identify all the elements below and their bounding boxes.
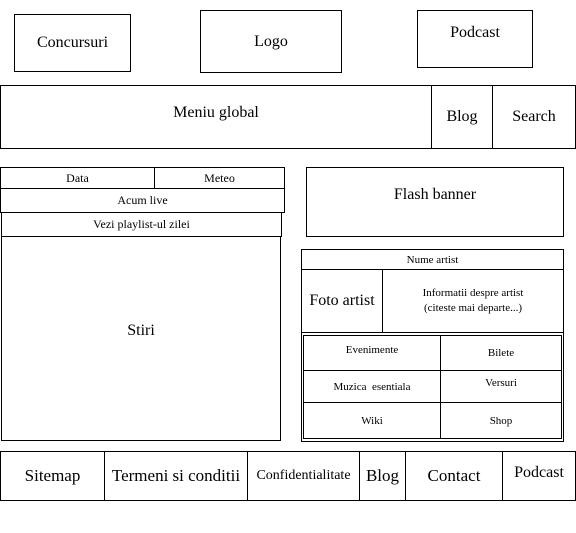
blog-label-nav: Blog [446, 108, 478, 125]
weather-widget[interactable]: Meteo [154, 167, 285, 189]
flash-banner[interactable]: Flash banner [306, 167, 564, 237]
artist-photo-label: Foto artist [309, 292, 375, 309]
playlist-link[interactable]: Vezi playlist-ul zilei [1, 212, 282, 237]
logo-label: Logo [254, 32, 288, 50]
wiki-label: Wiki [361, 414, 383, 427]
search-label: Search [512, 108, 556, 125]
global-menu[interactable]: Meniu global [0, 85, 432, 149]
sitemap-label: Sitemap [24, 466, 81, 485]
playlist-label: Vezi playlist-ul zilei [93, 217, 190, 231]
terms-link[interactable]: Termeni si conditii [104, 451, 248, 501]
essential-music-label: Muzica esentiala [333, 380, 411, 393]
contests-link[interactable]: Concursuri [14, 14, 131, 72]
podcast-link-header[interactable]: Podcast [417, 10, 533, 68]
weather-label: Meteo [204, 170, 235, 185]
privacy-label: Confidentialitate [256, 468, 351, 483]
news-label: Stiri [127, 321, 155, 339]
essential-music-link[interactable]: Muzica esentiala [303, 370, 441, 403]
news-section[interactable]: Stiri [1, 236, 281, 441]
date-widget: Data [0, 167, 155, 189]
podcast-label-footer: Podcast [514, 464, 564, 481]
blog-link-nav[interactable]: Blog [431, 85, 493, 149]
privacy-link[interactable]: Confidentialitate [247, 451, 360, 501]
artist-info-line1: Informatii despre artist [422, 287, 524, 299]
podcast-link-footer[interactable]: Podcast [502, 451, 576, 501]
artist-info-line2: (citeste mai departe...) [423, 302, 523, 314]
blog-link-footer[interactable]: Blog [359, 451, 406, 501]
sitemap-link[interactable]: Sitemap [0, 451, 105, 501]
artist-name-bar[interactable]: Nume artist [301, 249, 564, 270]
shop-label: Shop [489, 414, 513, 427]
date-label: Data [66, 170, 89, 185]
now-live-label: Acum live [117, 193, 168, 207]
blog-label-footer: Blog [365, 466, 400, 485]
now-live-bar[interactable]: Acum live [0, 188, 285, 213]
lyrics-label: Versuri [485, 376, 517, 389]
tickets-label: Bilete [487, 347, 515, 359]
events-label: Evenimente [345, 344, 399, 356]
contests-label: Concursuri [36, 34, 109, 51]
wiki-link[interactable]: Wiki [303, 402, 441, 439]
artist-name-label: Nume artist [406, 253, 459, 266]
flash-banner-label: Flash banner [393, 186, 477, 203]
lyrics-link[interactable]: Versuri [440, 370, 562, 403]
contact-label: Contact [427, 466, 481, 485]
artist-photo[interactable]: Foto artist [301, 269, 383, 333]
tickets-link[interactable]: Bilete [440, 335, 562, 371]
artist-info[interactable]: Informatii despre artist (citeste mai de… [382, 269, 564, 333]
search-button[interactable]: Search [492, 85, 576, 149]
terms-label: Termeni si conditii [111, 466, 241, 485]
logo[interactable]: Logo [200, 10, 342, 73]
global-menu-label: Meniu global [173, 104, 259, 121]
contact-link[interactable]: Contact [405, 451, 503, 501]
shop-link[interactable]: Shop [440, 402, 562, 439]
podcast-label-header: Podcast [450, 24, 500, 41]
events-link[interactable]: Evenimente [303, 335, 441, 371]
